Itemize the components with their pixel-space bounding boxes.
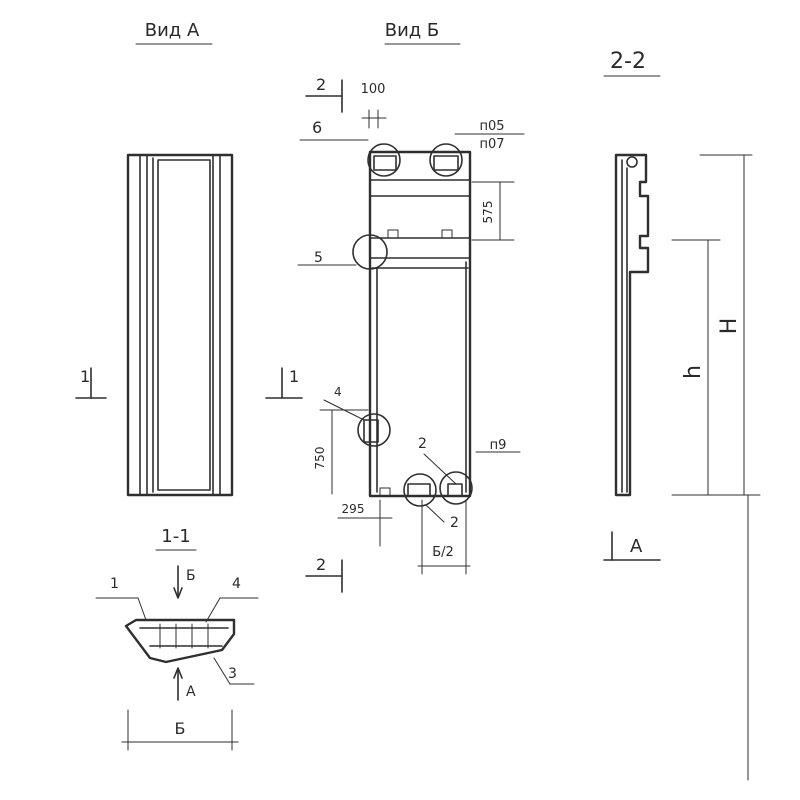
section-mark-1-left-label: 1	[80, 367, 90, 386]
dim-575: 575	[481, 201, 495, 224]
section-1-1-arrow-a-label: А	[186, 684, 196, 700]
section-1-1-arrow-a-head	[173, 667, 183, 679]
label-107: п07	[479, 137, 504, 152]
dim-100: 100	[361, 82, 386, 97]
view-b-tab-right	[441, 229, 453, 239]
section-1-1-arrow-b-head	[173, 587, 183, 599]
view-a-outline	[126, 153, 234, 497]
callout-4-insert	[363, 419, 379, 443]
section-2-2: 2-2 H h А	[603, 49, 761, 781]
section-1-1-callout-4: 4	[232, 576, 241, 592]
callout-5: 5	[314, 250, 323, 266]
section-1-1-profile	[124, 618, 236, 664]
section-2-2-loop	[626, 156, 638, 168]
lifting-loop-left	[367, 143, 401, 177]
section-1-1-dim-b: Б	[175, 719, 186, 738]
section-1-1-callout-1-leader-2	[137, 597, 147, 621]
section-1-1: 1-1 1 4 Б 3 А Б	[95, 526, 259, 751]
section-mark-2-bottom-label: 2	[316, 555, 326, 574]
view-a-title: Вид А	[145, 20, 200, 41]
view-b-tab-left	[387, 229, 399, 239]
bottom-loop-left-insert	[407, 483, 431, 497]
callout-6: 6	[312, 118, 322, 137]
lifting-loop-right	[429, 143, 463, 177]
callout-2-lower: 2	[450, 515, 459, 531]
section-1-1-callout-1: 1	[110, 576, 119, 592]
section-mark-2-top-label: 2	[316, 75, 326, 94]
section-mark-1-mid-label: 1	[289, 367, 299, 386]
section-2-2-profile	[614, 153, 650, 497]
view-a: Вид А 1	[75, 20, 234, 497]
lifting-loop-right-insert	[433, 155, 459, 171]
bottom-loop-right	[439, 471, 473, 505]
section-1-1-callout-3: 3	[228, 666, 237, 682]
callout-5-circle	[352, 234, 388, 270]
dim-H: H	[717, 318, 742, 335]
label-9: п9	[490, 438, 507, 453]
section-1-1-arrow-b-label: Б	[186, 568, 196, 584]
section-1-1-callout-4-leader-2	[205, 597, 221, 623]
view-b: Вид Б 2 100 6 п05 п07	[265, 20, 525, 593]
callout-2-lower-leader	[425, 504, 445, 523]
dim-295: 295	[342, 502, 365, 516]
callout-2-upper: 2	[418, 436, 427, 452]
bottom-loop-right-insert	[447, 483, 463, 497]
section-2-2-arrow-a-label: А	[630, 536, 643, 557]
section-2-2-title: 2-2	[610, 49, 646, 74]
dim-750: 750	[313, 447, 327, 470]
label-105: п05	[479, 119, 504, 134]
dim-h: h	[681, 365, 706, 379]
view-a-inner-panel	[157, 159, 211, 491]
callout-4-circle	[357, 413, 391, 447]
dim-b-half: Б/2	[432, 545, 454, 560]
view-b-title: Вид Б	[385, 20, 440, 41]
callout-4-view-b: 4	[334, 385, 342, 399]
bottom-loop-left	[403, 473, 437, 507]
section-1-1-title: 1-1	[161, 526, 190, 547]
lifting-loop-left-insert	[373, 155, 397, 171]
callout-2-upper-leader	[423, 453, 457, 485]
bottom-tab-left	[379, 487, 391, 497]
section-1-1-callout-3-leader	[213, 657, 231, 685]
